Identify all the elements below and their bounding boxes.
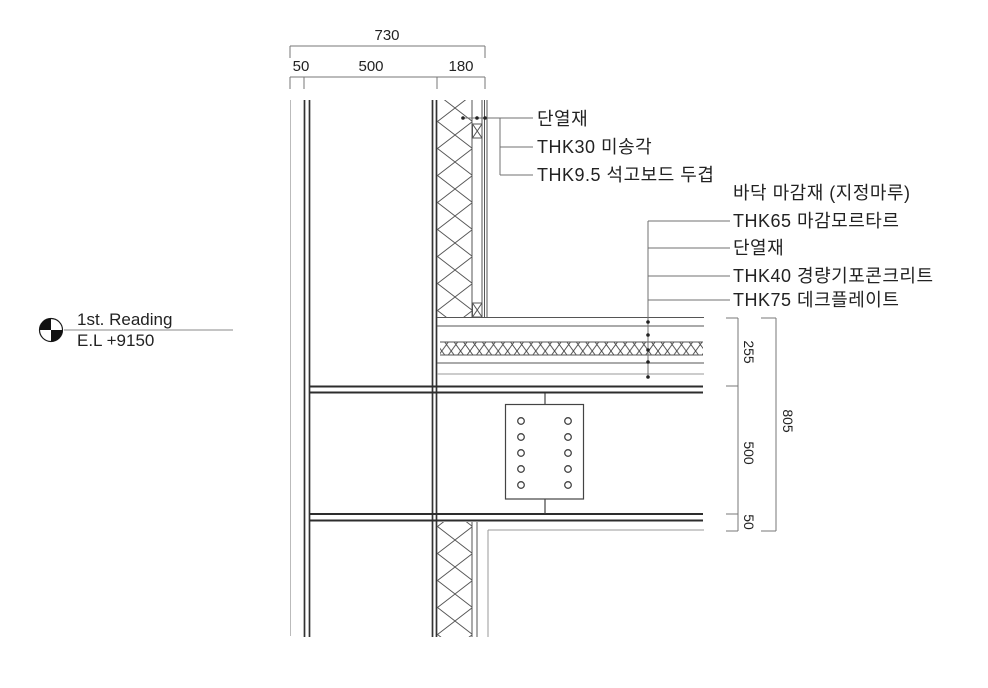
level-title: 1st. Reading: [77, 310, 173, 329]
wall-insulation-upper-hatch: [437, 100, 473, 318]
dim-right-500: 500: [741, 441, 757, 465]
dim-right-805: 805: [780, 409, 796, 433]
callout-floor-finish: 바닥 마감재 (지정마루): [733, 183, 911, 203]
callout-floor-insulation: 단열재: [733, 238, 785, 258]
dim-seg-500: 500: [358, 58, 384, 75]
callout-gypsum-board: THK9.5 석고보드 두겹: [537, 165, 715, 185]
dim-seg-180: 180: [448, 58, 474, 75]
top-dimension-lines: [289, 45, 486, 89]
level-elevation: E.L +9150: [77, 331, 155, 350]
right-dimension-inner: [726, 317, 739, 532]
main-wall-lines: [431, 100, 438, 637]
dim-total-730: 730: [374, 27, 400, 44]
ceiling-below-beam: [487, 529, 704, 637]
right-dimension-outer: [761, 317, 777, 532]
callout-lightweight-concrete: THK40 경량기포콘크리트: [733, 266, 934, 286]
callout-deck-plate: THK75 데크플레이트: [733, 290, 900, 310]
datum-level-symbol: [38, 317, 233, 343]
wall-insulation-lower-hatch: [437, 522, 478, 637]
callout-wood-strip: THK30 미송각: [537, 137, 653, 157]
floor-callout-leader: [646, 220, 730, 379]
dim-seg-50: 50: [292, 58, 310, 75]
callout-wall-insulation: 단열재: [537, 109, 589, 129]
steel-beam-lines: [310, 385, 703, 522]
wood-blocking-symbols: [472, 123, 483, 318]
floor-layer-lines: [437, 317, 704, 375]
bolt-circles: [517, 417, 572, 489]
left-wall-lines: [290, 100, 311, 637]
wall-callout-leader: [461, 116, 533, 176]
wall-finish-layer-lines: [481, 100, 488, 318]
dim-right-50: 50: [741, 514, 757, 530]
dim-right-255: 255: [741, 340, 757, 364]
callout-mortar: THK65 마감모르타르: [733, 211, 900, 231]
